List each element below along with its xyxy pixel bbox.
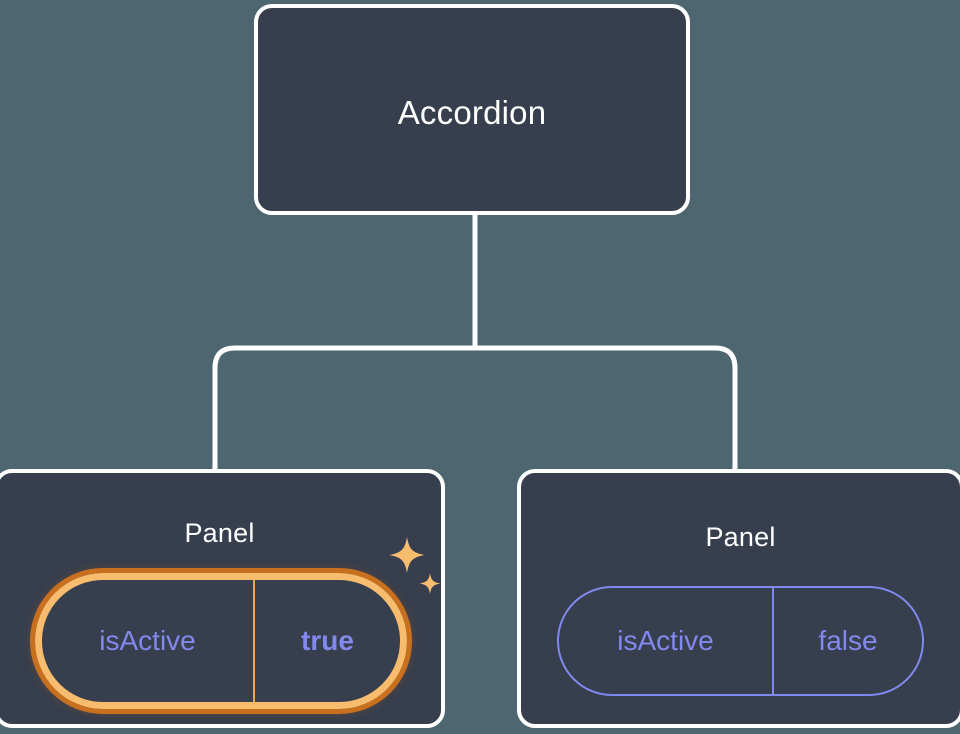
prop-key-label: isActive [559, 588, 774, 694]
prop-pill-isactive-false[interactable]: isActive false [557, 586, 924, 696]
prop-pill-isactive-true[interactable]: isActive true [30, 568, 412, 714]
prop-value-label: false [818, 625, 878, 656]
node-panel-0-label: Panel [184, 518, 255, 548]
prop-value-label: true [301, 625, 354, 656]
node-accordion[interactable]: Accordion [254, 4, 690, 215]
node-accordion-label: Accordion [397, 94, 547, 131]
connector-branch-left [212, 345, 475, 469]
prop-key-label: isActive [42, 580, 255, 702]
connector-branch-right [475, 345, 738, 469]
node-panel-1-label: Panel [705, 522, 776, 552]
